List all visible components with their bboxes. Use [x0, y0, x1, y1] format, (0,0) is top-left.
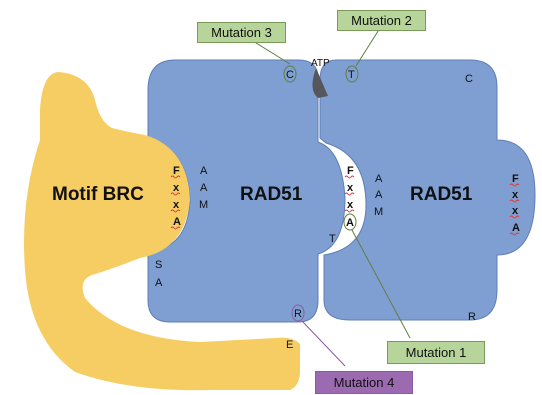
squiggle-mark — [170, 226, 181, 230]
rad51-right-top-right-residue: C — [465, 73, 473, 85]
rad51-left-pocket-residue: A — [200, 182, 208, 194]
motif-residue: x — [173, 182, 180, 194]
rad51-right-pocket-residue: x — [347, 182, 354, 194]
motif-brc-label: Motif BRC — [52, 184, 144, 205]
mutation1-line — [351, 229, 411, 339]
motif-residue: x — [173, 199, 180, 211]
rad51-left-top-residue: C — [286, 69, 294, 81]
rad51-right-t-residue: T — [329, 233, 336, 245]
rad51-right-shape — [319, 59, 536, 321]
motif-residue: A — [173, 216, 181, 228]
residue-r-circle — [291, 304, 305, 322]
rad51-right-label: RAD51 — [410, 184, 473, 205]
rad51-right-pocket-residue: A — [346, 217, 354, 229]
rad51-right-pocket-residue: x — [347, 199, 354, 211]
mutation2-line — [355, 27, 381, 67]
residue-c-circle — [283, 65, 297, 83]
squiggle-mark — [509, 232, 520, 236]
rad51-left-bottom-residue: R — [294, 308, 302, 320]
rad51-right-bottom-residue: R — [468, 311, 476, 323]
mutation3-label: Mutation 3 — [197, 22, 286, 43]
rad51-right-aam-residue: M — [374, 206, 383, 218]
rad51-right-side-residue: F — [512, 173, 519, 185]
residue-a-circle — [343, 213, 357, 231]
motif-residue: F — [173, 165, 180, 177]
rad51-right-aam-residue: A — [375, 189, 383, 201]
rad51-right-side-residue: x — [512, 205, 519, 217]
rad51-right-side-residue: A — [512, 222, 520, 234]
atp-label: ATP — [311, 58, 330, 69]
residue-t-circle — [345, 65, 359, 83]
rad51-left-lower-residue: S — [155, 259, 162, 271]
rad51-right-pocket-residue: F — [347, 165, 354, 177]
squiggle-mark — [509, 183, 520, 187]
rad51-left-lower-residue: A — [155, 277, 163, 289]
squiggle-mark — [344, 192, 355, 196]
rad51-left-pocket-residue: A — [200, 165, 208, 177]
rad51-right-top-left-residue: T — [348, 69, 355, 81]
squiggle-mark — [344, 175, 355, 179]
mutation2-label: Mutation 2 — [337, 10, 426, 31]
rad51-right-aam-residue: A — [375, 173, 383, 185]
motif-brc-shape — [24, 72, 300, 391]
mutation1-label: Mutation 1 — [387, 341, 485, 364]
mutation4-line — [301, 320, 346, 367]
rad51-left-label: RAD51 — [240, 184, 303, 205]
squiggle-mark — [170, 175, 181, 179]
squiggle-mark — [509, 199, 520, 203]
rad51-left-pocket-residue: M — [199, 199, 208, 211]
atp-shape — [312, 68, 328, 98]
squiggle-mark — [170, 192, 181, 196]
mutation4-label: Mutation 4 — [315, 371, 413, 394]
tail-residue: E — [286, 339, 293, 351]
squiggle-mark — [170, 209, 181, 213]
rad51-right-side-residue: x — [512, 189, 519, 201]
squiggle-mark — [509, 215, 520, 219]
squiggle-mark — [344, 209, 355, 213]
